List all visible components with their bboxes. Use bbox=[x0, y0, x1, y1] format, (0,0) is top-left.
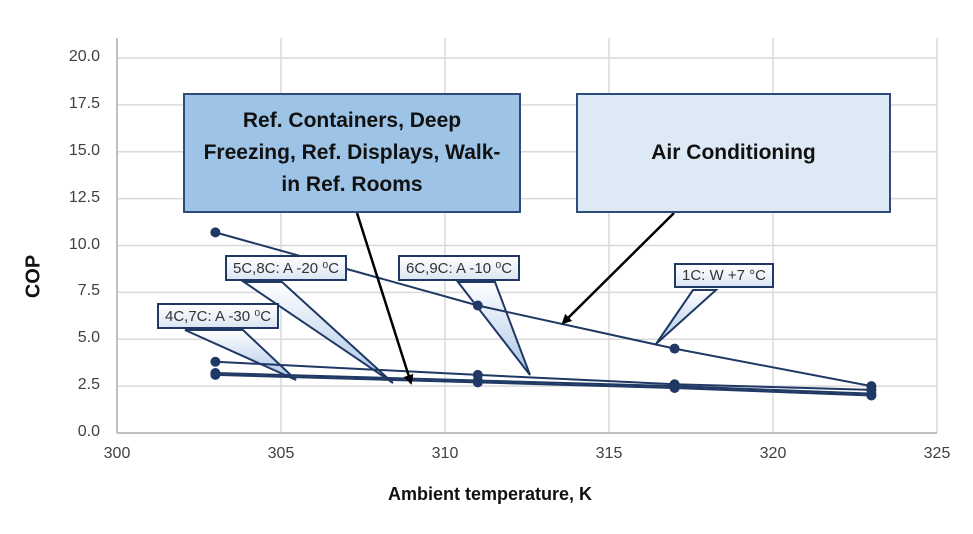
arrow-refrigeration bbox=[355, 212, 414, 385]
y-axis-label: COP bbox=[22, 254, 45, 299]
y-tick-label: 0.0 bbox=[77, 423, 100, 440]
y-tick-label: 17.5 bbox=[68, 94, 100, 112]
series-line bbox=[215, 373, 872, 397]
callout-4c7c: 4C,7C: A -30 ⁰C bbox=[157, 303, 280, 329]
annotation-box-refrigeration: Ref. Containers, Deep Freezing, Ref. Dis… bbox=[183, 93, 521, 213]
x-tick-label: 310 bbox=[431, 445, 459, 462]
arrow-air-conditioning bbox=[561, 212, 675, 325]
callout-pointer bbox=[655, 289, 719, 345]
annotation-text-refrigeration: Ref. Containers, Deep Freezing, Ref. Dis… bbox=[203, 109, 501, 196]
callout-6c9c: 6C,9C: A -10 ⁰C bbox=[398, 255, 521, 281]
data-point bbox=[472, 300, 483, 311]
y-tick-label: 15.0 bbox=[68, 141, 100, 159]
y-tick-label: 20.0 bbox=[68, 48, 100, 65]
x-tick-label: 320 bbox=[759, 445, 787, 462]
y-tick-label: 10.0 bbox=[68, 235, 100, 253]
data-point bbox=[210, 369, 221, 380]
x-tick-label: 315 bbox=[595, 445, 623, 462]
data-point bbox=[866, 390, 877, 401]
x-tick-label: 305 bbox=[267, 445, 295, 462]
data-point bbox=[472, 377, 483, 388]
x-tick-label: 300 bbox=[103, 445, 131, 462]
callout-5c8c: 5C,8C: A -20 ⁰C bbox=[225, 255, 348, 281]
series-line bbox=[215, 372, 872, 395]
data-point bbox=[669, 343, 680, 354]
y-tick-label: 2.5 bbox=[77, 376, 100, 394]
data-point bbox=[669, 383, 680, 393]
callout-pointer bbox=[184, 329, 297, 381]
series-line bbox=[215, 360, 872, 391]
data-point bbox=[210, 356, 221, 367]
axes bbox=[116, 38, 937, 434]
y-tick-label: 7.5 bbox=[77, 282, 100, 300]
callout-pointer bbox=[455, 281, 531, 376]
annotation-arrows bbox=[355, 212, 675, 385]
x-axis-label: Ambient temperature, K bbox=[387, 484, 593, 504]
callout-pointer bbox=[240, 281, 394, 384]
data-point bbox=[210, 227, 221, 238]
y-tick-label: 12.5 bbox=[68, 188, 100, 206]
x-tick-label: 325 bbox=[923, 445, 951, 462]
annotation-box-air-conditioning: Air Conditioning bbox=[576, 93, 891, 213]
y-tick-label: 5.0 bbox=[77, 329, 100, 347]
annotation-text-air-conditioning: Air Conditioning bbox=[651, 141, 816, 164]
callout-1c: 1C: W +7 °C bbox=[674, 263, 774, 288]
